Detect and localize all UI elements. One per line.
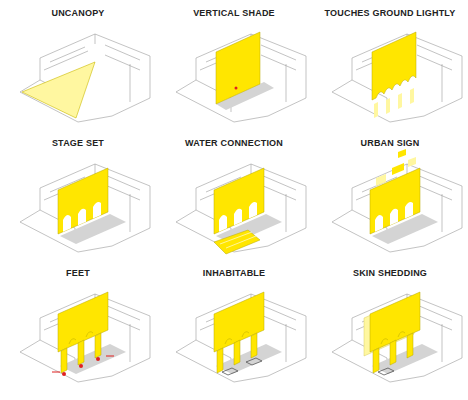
panel-title: STAGE SET [0,138,156,148]
panel-title: UNCANOPY [0,8,156,18]
panel-title: WATER CONNECTION [156,138,312,148]
panel-title: VERTICAL SHADE [156,8,312,18]
panel-title: TOUCHES GROUND LIGHTLY [312,8,468,18]
panel-title: FEET [0,268,156,278]
panel-title: URBAN SIGN [312,138,468,148]
panel-title: INHABITABLE [156,268,312,278]
panel-title: SKIN SHEDDING [312,268,468,278]
